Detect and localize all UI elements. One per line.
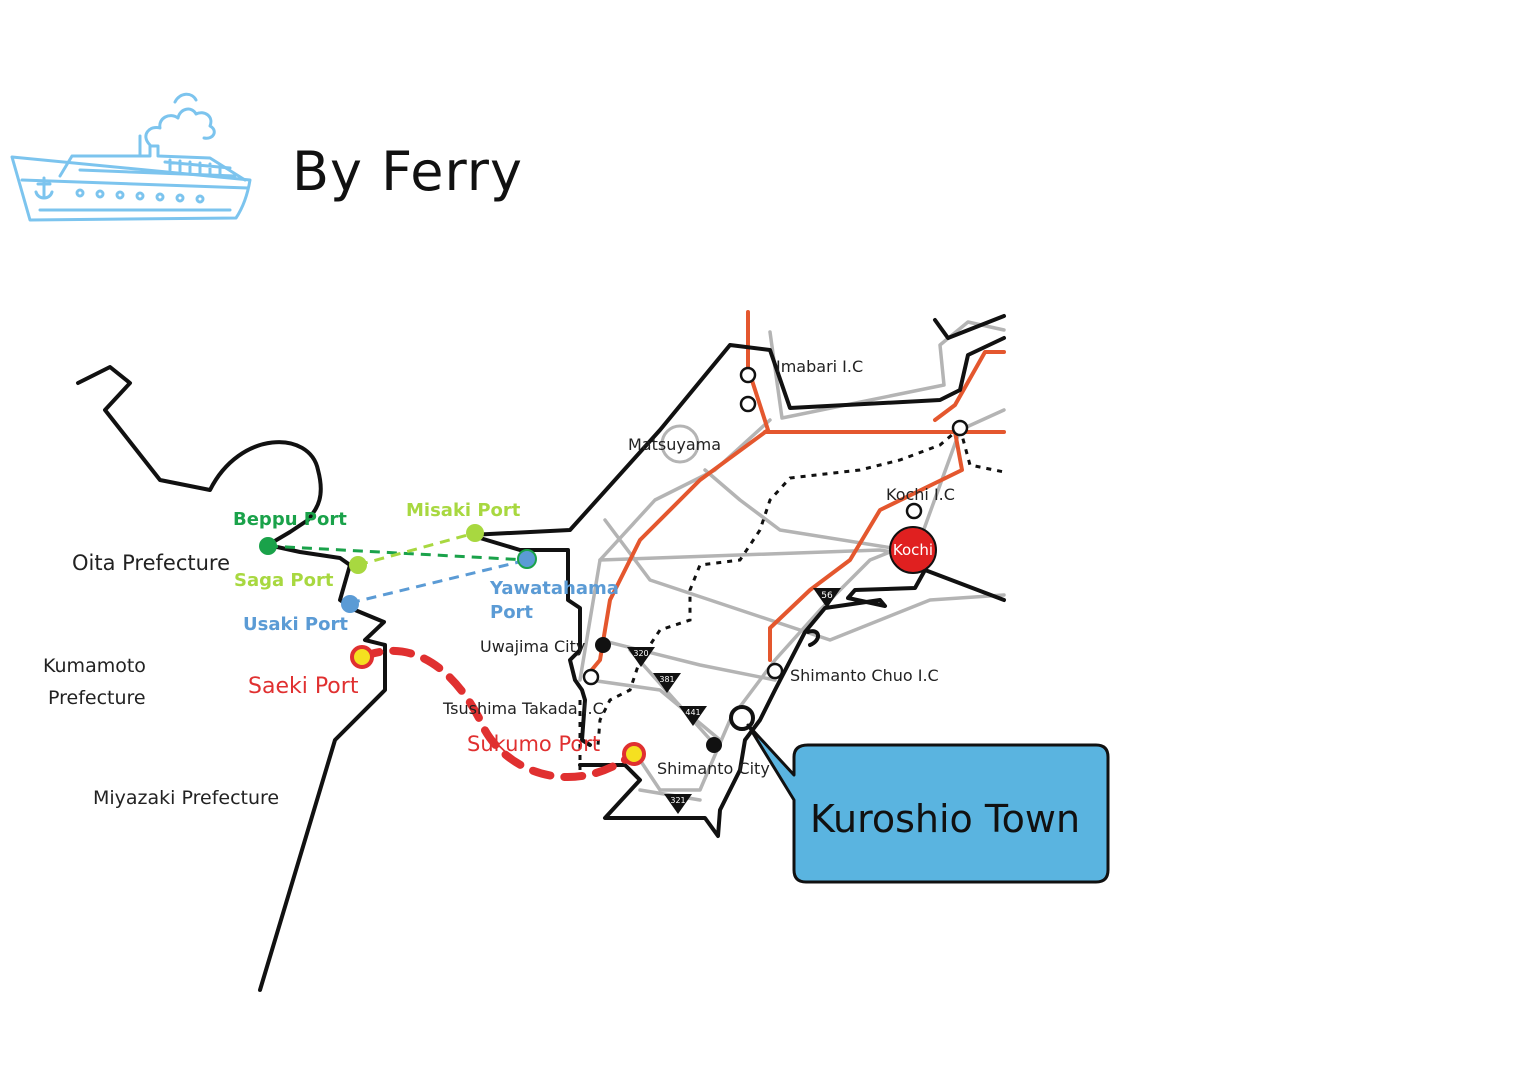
label-yawatahama-2: Port	[490, 602, 533, 623]
place-labels: Oita Prefecture Kumamoto Prefecture Miya…	[43, 357, 955, 809]
label-shimanto-city: Shimanto City	[657, 759, 770, 778]
kuroshio-marker	[729, 705, 755, 731]
label-oita: Oita Prefecture	[72, 551, 230, 575]
label-kumamoto-2: Prefecture	[48, 687, 146, 709]
railway	[578, 426, 1005, 770]
kuroshio-callout: Kuroshio Town	[746, 723, 1110, 884]
label-saeki-port: Saeki Port	[248, 674, 359, 699]
saeki-port-marker	[350, 645, 374, 669]
usaki-port-marker	[341, 595, 359, 613]
city-markers	[595, 637, 722, 753]
label-yawatahama-1: Yawatahama	[489, 578, 619, 599]
route-321: 321	[670, 796, 685, 805]
label-imabari: Imabari I.C	[776, 357, 863, 376]
label-saga-port: Saga Port	[234, 570, 334, 591]
route-381: 381	[659, 675, 674, 684]
label-miyazaki: Miyazaki Prefecture	[93, 787, 279, 809]
port-markers	[259, 524, 646, 766]
coastline	[76, 314, 1006, 992]
yawatahama-port-marker	[517, 549, 537, 569]
label-tsushima: Tsushima Takada I.C	[442, 699, 604, 718]
route-320: 320	[633, 649, 648, 658]
route-shields: 320 381 441 321 56	[627, 588, 841, 814]
callout-label: Kuroshio Town	[810, 797, 1080, 841]
ferry-ship-icon	[10, 92, 252, 222]
port-labels: Beppu Port Misaki Port Saga Port Yawatah…	[233, 500, 619, 635]
label-sukumo-port: Sukumo Port	[467, 732, 600, 756]
label-matsuyama: Matsuyama	[628, 435, 721, 454]
ferry-routes-red	[358, 646, 636, 782]
kochi-marker	[889, 526, 937, 574]
route-441: 441	[685, 708, 700, 717]
ferry-route-beppu-yawatahama	[267, 544, 528, 562]
ferry-route-saeki-sukumo	[358, 646, 636, 782]
beppu-port-marker	[259, 537, 277, 555]
label-uwajima: Uwajima City	[480, 637, 585, 656]
ferry-route-usaki-yawatahama	[349, 558, 528, 605]
label-beppu-port: Beppu Port	[233, 509, 347, 530]
page-title: By Ferry	[292, 140, 523, 203]
ferry-routes	[267, 531, 528, 605]
matsuyama-marker	[660, 424, 700, 464]
label-usaki-port: Usaki Port	[243, 614, 348, 635]
label-kochi: Kochi	[893, 541, 933, 559]
roads	[578, 320, 1006, 802]
route-56: 56	[821, 591, 833, 601]
label-kumamoto-1: Kumamoto	[43, 655, 146, 677]
saga-port-marker	[349, 556, 367, 574]
misaki-port-marker	[466, 524, 484, 542]
sukumo-port-marker	[622, 742, 646, 766]
interchange-markers	[582, 366, 969, 686]
ferry-route-saga-misaki	[357, 531, 476, 567]
label-shimanto-chuo: Shimanto Chuo I.C	[790, 666, 939, 685]
port-labels-red: Saeki Port Sukumo Port	[248, 674, 600, 756]
label-kochi-ic: Kochi I.C	[886, 485, 955, 504]
label-misaki-port: Misaki Port	[406, 500, 521, 521]
